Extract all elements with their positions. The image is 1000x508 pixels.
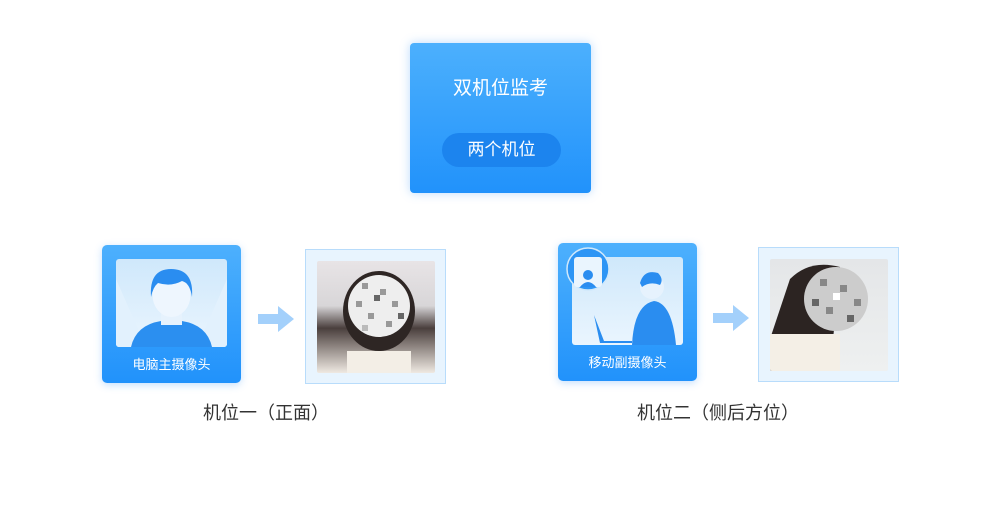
person-laptop-icon	[572, 257, 683, 345]
camera-label: 电脑主摄像头	[132, 358, 211, 373]
main-camera-card: 电脑主摄像头	[102, 245, 241, 383]
side-view-photo	[770, 259, 888, 371]
phone-camera-icon	[566, 247, 610, 291]
front-view-photo-frame	[305, 249, 446, 384]
dual-camera-mode-card: 双机位监考 两个机位	[410, 43, 591, 193]
arrow-right-icon	[258, 306, 294, 332]
person-front-icon	[116, 259, 227, 347]
camera-label: 移动副摄像头	[588, 356, 667, 371]
position-one-caption: 机位一（正面）	[203, 403, 329, 424]
mobile-camera-card: 移动副摄像头	[558, 243, 697, 381]
side-view-photo-frame	[758, 247, 899, 382]
front-view-photo	[317, 261, 435, 373]
camera-count-badge: 两个机位	[442, 133, 561, 167]
arrow-right-icon	[713, 305, 749, 331]
mode-title: 双机位监考	[452, 77, 548, 99]
position-two-caption: 机位二（侧后方位）	[637, 403, 799, 424]
